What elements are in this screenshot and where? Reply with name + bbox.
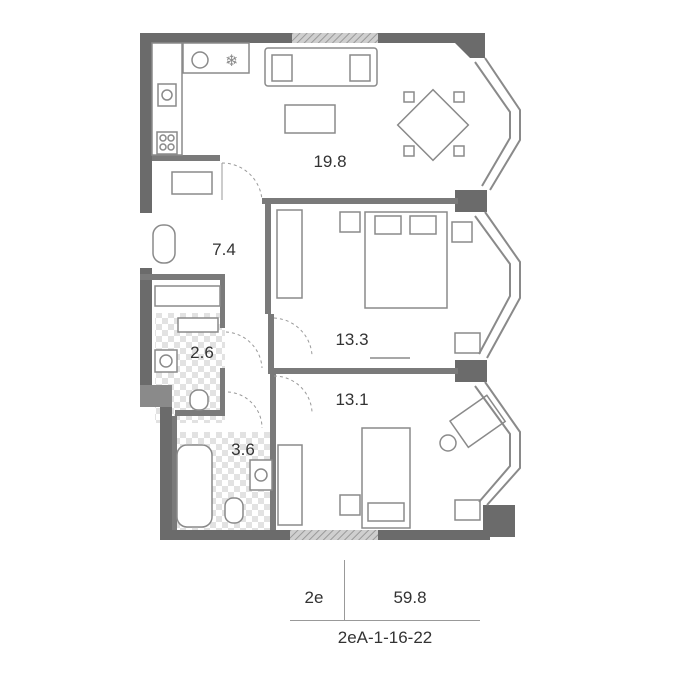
bedroom1-furniture: [276, 209, 481, 359]
coffee-table: [284, 104, 336, 134]
wardrobe-1: [276, 209, 303, 299]
apartment-type: 2е: [304, 588, 324, 607]
hall-furniture: [152, 224, 221, 307]
tv-console: [171, 171, 213, 195]
info-separator: [290, 620, 480, 621]
apartment-code: 2еА-1-16-22: [337, 628, 433, 647]
nightstand-1a: [339, 211, 361, 233]
fridge-snowflake-icon: ❄: [225, 51, 238, 70]
window-bottom: [290, 530, 378, 540]
hob-burner-icon: [159, 134, 167, 142]
hall-ottoman: [152, 224, 176, 264]
wc-toilet: [189, 389, 209, 411]
radiator-1: [454, 332, 481, 354]
room-label-bathroom: 3.6: [231, 440, 255, 459]
nightstand-1b: [451, 221, 473, 243]
interior-walls: [140, 155, 458, 530]
hall-shelf: [154, 285, 221, 307]
kitchen-set: ❄: [151, 42, 250, 156]
room-label-wc: 2.6: [190, 343, 214, 362]
sofa: [264, 47, 378, 87]
bathroom-fixtures: [176, 444, 273, 528]
desk: [448, 394, 507, 449]
bay-windows: [474, 57, 521, 506]
bed-1: [364, 211, 448, 309]
wc-fixtures: [154, 317, 219, 411]
room-label-hall: 7.4: [212, 240, 236, 259]
info-divider: [344, 560, 345, 620]
bathroom-toilet: [224, 497, 244, 524]
dining-table: [396, 88, 470, 162]
room-label-living: 19.8: [313, 152, 346, 171]
balcony-wall-stub: [140, 385, 172, 407]
bedroom2-furniture: [277, 394, 507, 529]
desk-chair: [439, 434, 457, 452]
room-label-bedroom1: 13.3: [335, 330, 368, 349]
door-swings: [221, 162, 313, 429]
kitchen-sink-icon: [161, 89, 173, 101]
nightstand-2: [339, 494, 361, 516]
bed-2: [361, 427, 411, 529]
exterior-walls: [140, 33, 515, 540]
radiator-2: [454, 499, 481, 521]
room-label-bedroom2: 13.1: [335, 390, 368, 409]
bathtub: [176, 444, 213, 528]
living-furniture: [171, 47, 470, 195]
total-area: 59.8: [393, 588, 427, 607]
wardrobe-2: [277, 444, 303, 526]
wc-shelf: [177, 317, 219, 333]
washing-machine-icon: [191, 51, 209, 69]
window-top: [292, 33, 378, 43]
